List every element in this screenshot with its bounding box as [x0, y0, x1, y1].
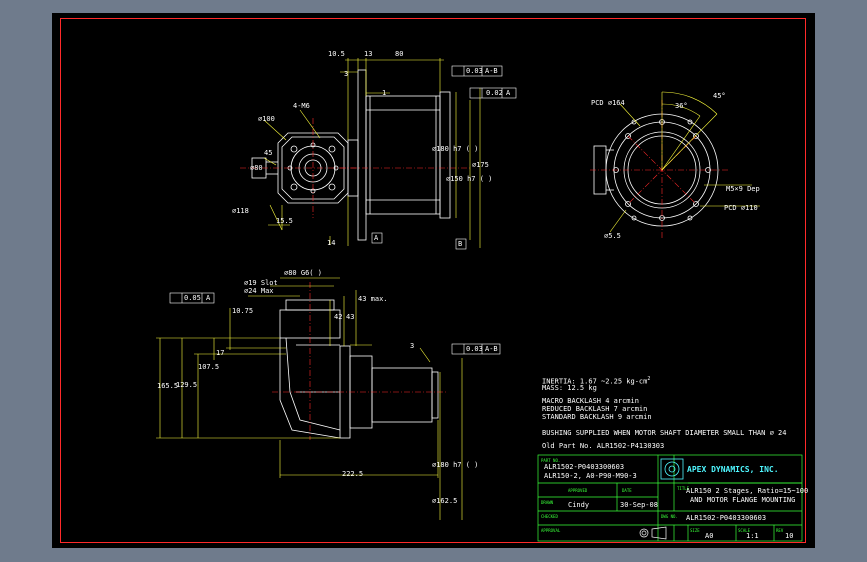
tb-dwg-no: ALR1502-P0403300603	[686, 514, 767, 522]
dim-d80: ⌀80	[250, 164, 263, 172]
tol-value-3: 0.05	[184, 294, 201, 302]
datum-b: B	[458, 240, 463, 248]
dim-107-5: 107.5	[198, 363, 220, 371]
tb-size: A0	[705, 532, 714, 540]
apex-logo-icon	[660, 458, 684, 480]
dim-43max: 43 max.	[358, 295, 388, 303]
dim-15-5: 15.5	[276, 217, 293, 225]
dim-d175: ⌀175	[472, 161, 489, 169]
dimension-lines-top	[263, 58, 481, 248]
tb-title-1: ALR150 2 Stages, Ratio=15~100	[686, 487, 809, 495]
dim-pcd110: PCD ⌀110	[724, 204, 758, 212]
tb-title-label: TITLE	[677, 486, 690, 491]
tb-company: APEX DYNAMICS, INC.	[687, 465, 779, 474]
dim-d180h7: ⌀180 h7 ( )	[432, 145, 479, 153]
dim-3: 3	[344, 70, 349, 78]
tolerance-frames-bottom	[169, 292, 501, 355]
tol-value-1: 0.03	[466, 67, 483, 75]
dim-3b: 3	[410, 342, 415, 350]
dim-222-5: 222.5	[342, 470, 364, 478]
section-view-body	[279, 299, 439, 439]
tb-size-label: SIZE	[690, 528, 700, 533]
datum-a: A	[374, 234, 379, 242]
note-macro-backlash: MACRO BACKLASH 4 arcmin	[542, 397, 639, 405]
tolerance-frames-top	[371, 65, 517, 250]
tol-ref-3: A	[206, 294, 211, 302]
dim-1: 1	[382, 89, 387, 97]
tb-part-no-1: ALR1502-P0403300603	[544, 463, 625, 471]
dim-45: 45	[264, 149, 273, 157]
dim-d5-5: ⌀5.5	[604, 232, 621, 240]
dimension-lines-bottom	[156, 277, 463, 520]
tb-date-label: DATE	[622, 488, 632, 493]
tol-ref-1: A-B	[485, 67, 498, 75]
note-inertia: INERTIA: 1.67 ~2.25 kg-cm2	[542, 376, 651, 386]
dimension-lines-face	[609, 91, 760, 233]
dim-d80g6: ⌀80 G6( )	[284, 269, 322, 277]
side-view-body	[347, 69, 451, 241]
dim-ang36: 36°	[675, 102, 688, 110]
dim-pcd164: PCD ⌀164	[591, 99, 625, 107]
dim-13: 13	[364, 50, 373, 58]
tb-part-no-label: PART NO.	[541, 458, 561, 463]
dim-80: 80	[395, 50, 404, 58]
dim-m5: M5×9 Dep	[726, 185, 760, 193]
drawing-border	[60, 18, 806, 543]
tb-scale: 1:1	[746, 532, 759, 540]
dim-d100: ⌀100	[258, 115, 275, 123]
dim-d118: ⌀118	[232, 207, 249, 215]
dim-10-5: 10.5	[328, 50, 345, 58]
tol-ref-2: A	[506, 89, 511, 97]
dim-ang45: 45°	[713, 92, 726, 100]
tb-date: 30-Sep-08	[620, 501, 658, 509]
note-mass: MASS: 12.5 kg	[542, 384, 597, 392]
dim-165-5: 165.5	[157, 382, 179, 390]
dim-129-5: 129.5	[176, 381, 198, 389]
dim-d19: ⌀19 Slot	[244, 279, 278, 287]
tol-value-2: 0.02	[486, 89, 503, 97]
tb-approval-label: APPROVAL	[541, 528, 561, 533]
tb-drawn-label: DRAWN	[541, 500, 554, 505]
tb-rev: 10	[785, 532, 794, 540]
note-reduced-backlash: REDUCED BACKLASH 7 arcmin	[542, 405, 648, 413]
note-bushing: BUSHING SUPPLIED WHEN MOTOR SHAFT DIAMET…	[542, 429, 787, 437]
note-standard-backlash: STANDARD BACKLASH 9 arcmin	[542, 413, 652, 421]
tb-rev-label: REV	[776, 528, 784, 533]
tb-checked-label: CHECKED	[541, 514, 558, 519]
tb-title-2: AND MOTOR FLANGE MOUNTING	[690, 496, 796, 504]
tb-drawn-by: Cindy	[568, 501, 590, 509]
dim-42: 42	[334, 313, 343, 321]
dim-14: 14	[327, 239, 336, 247]
tol-ref-4: A-B	[485, 345, 498, 353]
dim-17: 17	[216, 349, 225, 357]
dim-holes: 4-M6	[293, 102, 310, 110]
dim-10-75: 10.75	[232, 307, 254, 315]
drawing-canvas	[52, 13, 815, 548]
front-view-flange	[277, 132, 349, 204]
tb-part-no-2: ALR150-2, A0-P90-M90-3	[544, 472, 637, 480]
dim-d150h7: ⌀150 h7 ( )	[446, 175, 493, 183]
tb-dwg-label: DWG NO.	[661, 514, 678, 519]
dim-43: 43	[346, 313, 355, 321]
tb-scale-label: SCALE	[738, 528, 751, 533]
tol-value-4: 0.03	[466, 345, 483, 353]
projection-symbol-icon	[639, 526, 667, 540]
tb-approved-label: APPROVED	[568, 488, 588, 493]
title-block-grid	[537, 454, 803, 542]
dim-d162-5: ⌀162.5	[432, 497, 458, 505]
note-old-part: Old Part No. ALR1502-P4130303	[542, 442, 665, 450]
dim-d24: ⌀24 Max	[244, 287, 274, 295]
dim-d180h7b: ⌀180 h7 ( )	[432, 461, 479, 469]
